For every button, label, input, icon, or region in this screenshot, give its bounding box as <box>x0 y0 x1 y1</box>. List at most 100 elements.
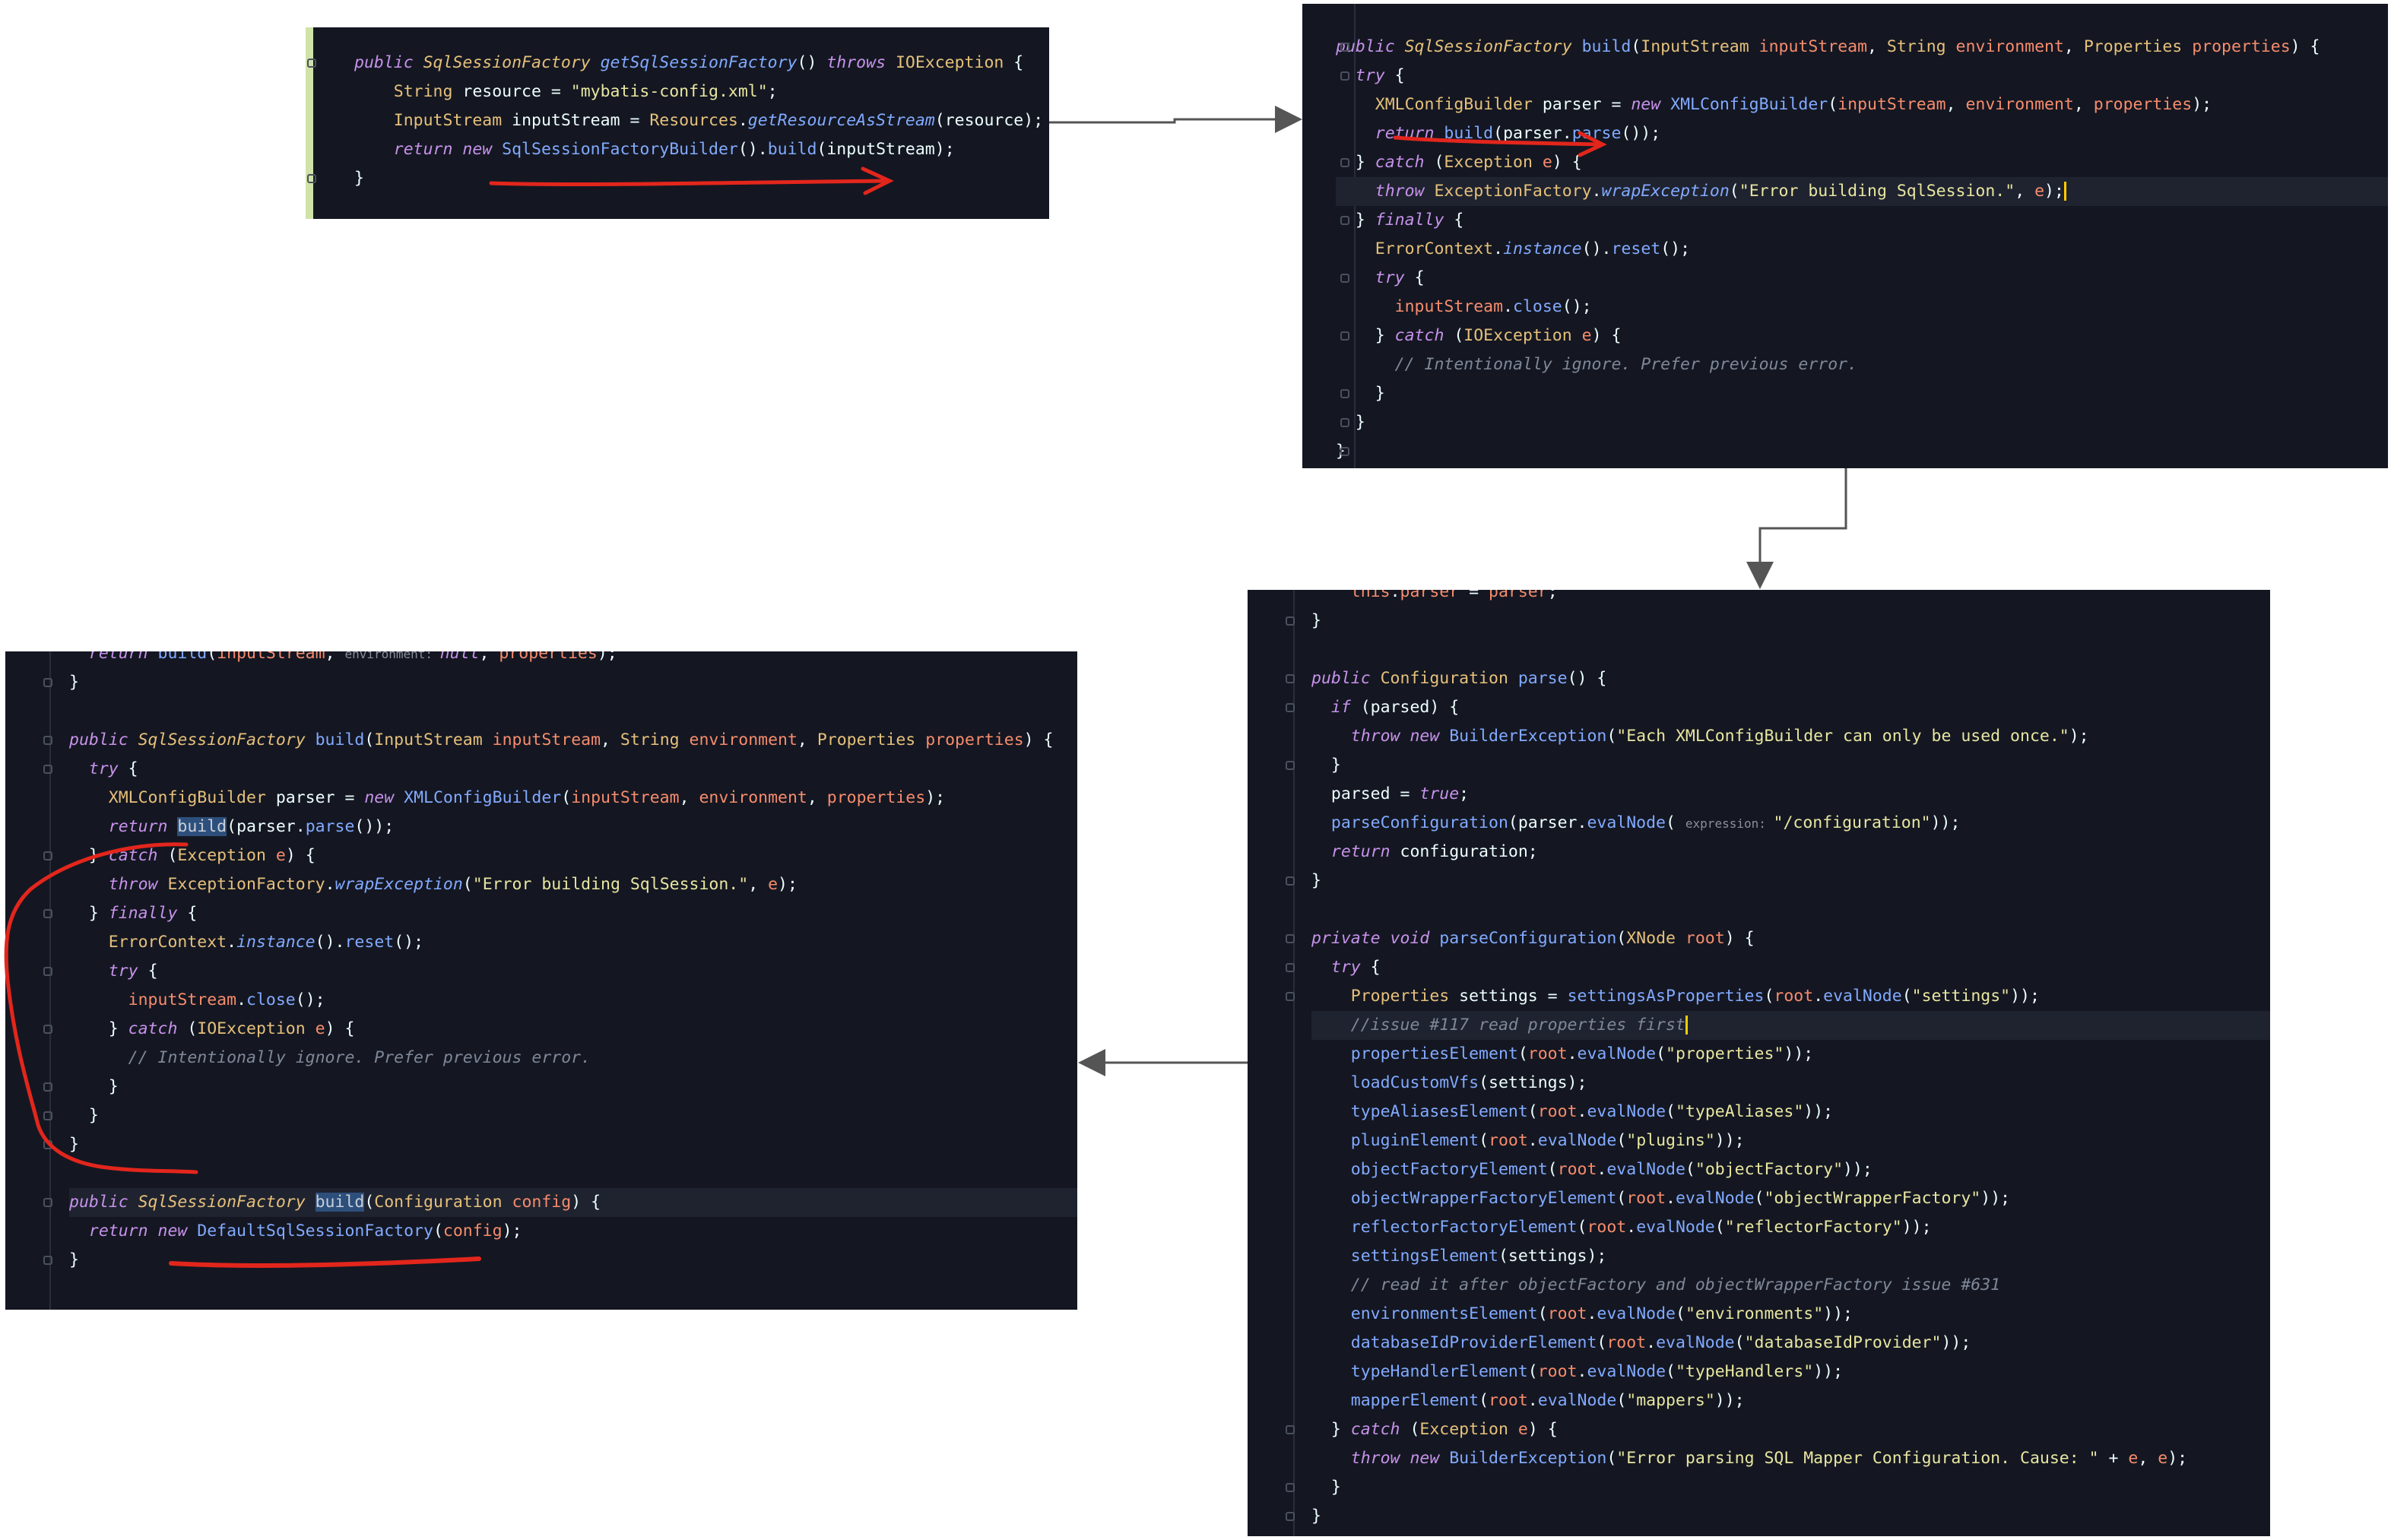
code-token: (settings); <box>1479 1073 1587 1092</box>
code-token: inputStream = <box>512 111 650 130</box>
code-token: reset <box>344 933 395 952</box>
fold-marker-icon[interactable] <box>307 174 316 183</box>
code-token: try <box>88 759 128 778</box>
code-token: try <box>1375 268 1415 287</box>
fold-marker-icon[interactable] <box>307 59 316 68</box>
fold-marker-icon[interactable] <box>1286 1425 1295 1434</box>
code-line: // Intentionally ignore. Prefer previous… <box>1336 350 2388 379</box>
fold-marker-icon[interactable] <box>1286 761 1295 770</box>
fold-marker-icon[interactable] <box>43 967 52 976</box>
code-token: try <box>1330 958 1371 977</box>
code-token: SqlSessionFactory <box>138 1193 316 1212</box>
code-token: )); <box>2010 987 2040 1006</box>
fold-marker-icon[interactable] <box>43 851 52 860</box>
fold-marker-icon[interactable] <box>43 1256 52 1265</box>
code-token: instance <box>236 933 316 952</box>
code-token: properties <box>2192 37 2291 56</box>
code-line: return new SqlSessionFactoryBuilder().bu… <box>354 135 1049 164</box>
code-token: XMLConfigBuilder <box>1375 95 1543 114</box>
fold-marker-icon[interactable] <box>1340 331 1349 341</box>
fold-marker-icon[interactable] <box>1286 876 1295 886</box>
code-line: } <box>1311 751 2270 780</box>
code-token: close <box>246 990 296 1009</box>
fold-marker-icon[interactable] <box>1340 71 1349 81</box>
fold-marker-icon[interactable] <box>43 678 52 687</box>
code-token: properties <box>2093 95 2193 114</box>
fold-marker-icon[interactable] <box>1340 158 1349 167</box>
code-token: , <box>807 788 827 807</box>
code-token: return new <box>88 1222 198 1241</box>
fold-marker-icon[interactable] <box>1286 934 1295 943</box>
code-token: ( <box>187 1019 198 1038</box>
code-line: databaseIdProviderElement(root.evalNode(… <box>1311 1329 2270 1358</box>
fold-marker-icon[interactable] <box>1286 963 1295 972</box>
code-token: (). <box>1581 239 1612 258</box>
code-token: "typeAliases" <box>1675 1102 1804 1121</box>
fold-marker-icon[interactable] <box>1340 43 1349 52</box>
code-token: ) { <box>1724 929 1755 948</box>
code-token: public <box>354 53 423 72</box>
red-arrow-head-2 <box>1578 131 1607 157</box>
code-token: objectWrapperFactoryElement <box>1350 1189 1617 1208</box>
code-token: ( <box>1666 1362 1676 1381</box>
code-token: Properties <box>817 730 926 749</box>
code-token: "environments" <box>1685 1304 1824 1323</box>
code-token: evalNode <box>1587 813 1666 832</box>
fold-marker-icon[interactable] <box>1340 389 1349 398</box>
code-line: inputStream.close(); <box>1336 293 2388 322</box>
fold-marker-icon[interactable] <box>43 1198 52 1207</box>
code-token: Exception <box>1419 1420 1518 1439</box>
code-token: parseConfiguration <box>1330 813 1508 832</box>
code-token: , <box>601 730 620 749</box>
fold-marker-icon[interactable] <box>43 1025 52 1034</box>
code-line: mapperElement(root.evalNode("mappers")); <box>1311 1386 2270 1415</box>
code-token: } <box>69 1077 119 1096</box>
code-token: )); <box>1901 1218 1932 1237</box>
fold-marker-icon[interactable] <box>1286 1483 1295 1492</box>
code-token: "mappers" <box>1626 1391 1715 1410</box>
code-token: )); <box>1930 813 1961 832</box>
fold-marker-icon[interactable] <box>1286 1512 1295 1521</box>
fold-marker-icon[interactable] <box>1340 418 1349 427</box>
fold-marker-icon[interactable] <box>1286 703 1295 712</box>
code-token: . <box>1597 1160 1607 1179</box>
code-token: ( <box>1527 1362 1538 1381</box>
code-token: ( <box>1616 1131 1627 1150</box>
code-line: typeAliasesElement(root.evalNode("typeAl… <box>1311 1098 2270 1126</box>
code-token: throw <box>1375 182 1435 201</box>
code-token: evalNode <box>1577 1044 1657 1063</box>
code-line: objectFactoryElement(root.evalNode("obje… <box>1311 1155 2270 1184</box>
code-token: root <box>1774 987 1814 1006</box>
fold-marker-icon[interactable] <box>1286 992 1295 1001</box>
fold-marker-icon[interactable] <box>1340 447 1349 456</box>
fold-marker-icon[interactable] <box>43 1111 52 1120</box>
code-token: this <box>1350 590 1391 601</box>
connector-arrow-2 <box>1746 468 1847 589</box>
code-token: ( <box>433 1222 443 1241</box>
fold-marker-icon[interactable] <box>43 736 52 745</box>
fold-marker-icon[interactable] <box>43 1082 52 1092</box>
code-token: ( <box>1577 1218 1587 1237</box>
code-line: ErrorContext.instance().reset(); <box>1336 235 2388 264</box>
code-token: "databaseIdProvider" <box>1744 1333 1942 1352</box>
code-token: pluginElement <box>1350 1131 1479 1150</box>
fold-marker-icon[interactable] <box>1340 274 1349 283</box>
code-token: XMLConfigBuilder <box>1670 95 1828 114</box>
code-token: close <box>1513 297 1562 316</box>
fold-marker-icon[interactable] <box>1286 674 1295 683</box>
code-token: = <box>1459 590 1489 601</box>
code-token: true <box>1419 784 1460 803</box>
code-token: getResourceAsStream <box>747 111 935 130</box>
code-line: return build(inputStream, environment: n… <box>69 651 1077 668</box>
code-line: } catch (IOException e) { <box>1336 322 2388 350</box>
code-token: root <box>1527 1044 1568 1063</box>
code-token: XMLConfigBuilder <box>404 788 562 807</box>
fold-marker-icon[interactable] <box>1340 216 1349 225</box>
fold-marker-icon[interactable] <box>43 765 52 774</box>
code-token: e <box>2158 1449 2168 1468</box>
fold-marker-icon[interactable] <box>1286 616 1295 626</box>
code-line: } finally { <box>1336 206 2388 235</box>
fold-marker-icon[interactable] <box>43 909 52 918</box>
code-line: try { <box>69 755 1077 784</box>
code-token: environmentsElement <box>1350 1304 1538 1323</box>
